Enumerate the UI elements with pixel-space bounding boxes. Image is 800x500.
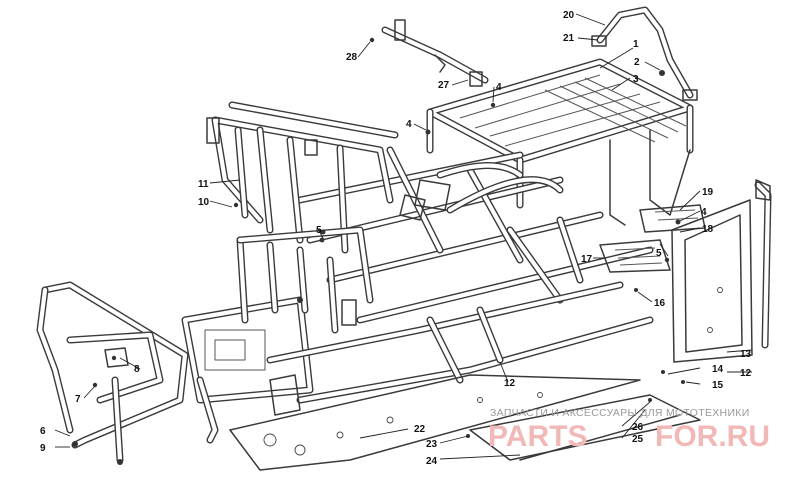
watermark-brand-left: PARTS	[488, 420, 587, 453]
callout-22: 22	[414, 424, 426, 435]
callout-28: 28	[346, 52, 358, 63]
callout-4-top: 4	[496, 82, 502, 93]
callout-20: 20	[563, 10, 575, 21]
callout-5-right: 5	[656, 248, 662, 259]
callout-15: 15	[712, 380, 724, 391]
rear-rack-bar	[591, 6, 698, 101]
skid-plates	[229, 374, 701, 471]
callout-9: 9	[40, 443, 46, 454]
front-bumper	[36, 281, 219, 465]
callout-10: 10	[198, 197, 210, 208]
callout-12-right: 12	[740, 368, 752, 379]
callout-3: 3	[633, 74, 639, 85]
callout-19: 19	[702, 187, 714, 198]
callout-13: 13	[740, 349, 752, 360]
callout-11: 11	[198, 179, 209, 190]
callout-2: 2	[634, 57, 640, 68]
callout-14: 14	[712, 364, 724, 375]
callout-21: 21	[563, 33, 575, 44]
hardware	[92, 37, 685, 438]
callout-18: 18	[702, 224, 714, 235]
callout-17: 17	[581, 254, 593, 265]
callout-8: 8	[134, 364, 140, 375]
leader-lines	[54, 13, 753, 460]
watermark: ЗАПЧАСТИ И АКСЕССУАРЫ ДЛЯ МОТОТЕХНИКИ PA…	[488, 407, 770, 453]
callout-7: 7	[75, 394, 81, 405]
callout-6: 6	[40, 426, 46, 437]
callout-16: 16	[654, 298, 666, 309]
upper-bracket	[381, 19, 489, 87]
callout-1: 1	[633, 39, 639, 50]
side-brackets	[599, 204, 706, 273]
callout-5-left: 5	[316, 225, 322, 236]
watermark-tagline: ЗАПЧАСТИ И АКСЕССУАРЫ ДЛЯ МОТОТЕХНИКИ	[490, 407, 750, 419]
main-frame	[181, 58, 694, 416]
callout-labels: 1 2 3 4 4 4 5 5 6 7 8 9 10 11 12 12 13 1…	[40, 10, 752, 467]
rear-right-panel	[671, 179, 772, 363]
callout-23: 23	[426, 439, 438, 450]
callout-25: 25	[632, 434, 644, 445]
callout-27: 27	[438, 80, 450, 91]
callout-12-bottom: 12	[504, 378, 516, 389]
callout-4-mid: 4	[406, 119, 412, 130]
callout-26: 26	[632, 422, 644, 433]
callout-4-right: 4	[701, 207, 707, 218]
callout-24: 24	[426, 456, 438, 467]
watermark-brand-right: FOR.RU	[655, 420, 770, 453]
